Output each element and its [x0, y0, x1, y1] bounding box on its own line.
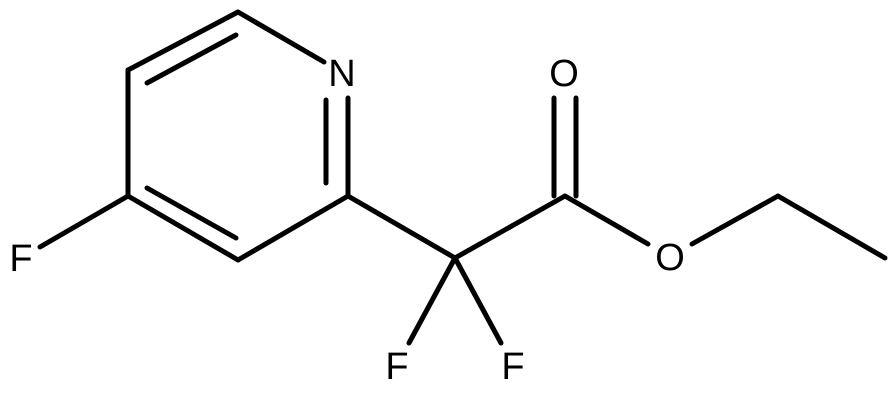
bond-alpha-carbonyl-carbon [452, 193, 568, 261]
bond-c5-c6 [125, 9, 241, 73]
alpha-fluorine-right-label: F [501, 346, 524, 388]
bond-c3-c4-inner [144, 185, 239, 241]
carbonyl-oxygen-label: O [549, 53, 579, 95]
bond-c6-n1 [235, 9, 327, 65]
bond-c2-c3 [235, 193, 351, 263]
bond-alpha-fluorine-right [452, 255, 504, 346]
bond-carbonyl-ester-oxygen [562, 193, 651, 247]
pyridine-ring [125, 9, 351, 263]
alpha-fluorine-left-label: F [385, 346, 408, 388]
ring-fluorine-label: F [9, 238, 32, 280]
bond-ch2-ch3 [775, 193, 888, 261]
bond-c2-alpha-carbon [345, 193, 458, 261]
ring-nitrogen-label: N [328, 53, 355, 95]
ester-oxygen-label: O [655, 237, 685, 279]
bond-c3-c4 [125, 193, 241, 263]
bond-c4-fluorine [37, 193, 131, 250]
bond-c5-c6-inner [144, 32, 239, 86]
bond-alpha-fluorine-left [406, 255, 458, 346]
bond-ester-oxygen-ch2 [689, 193, 781, 247]
